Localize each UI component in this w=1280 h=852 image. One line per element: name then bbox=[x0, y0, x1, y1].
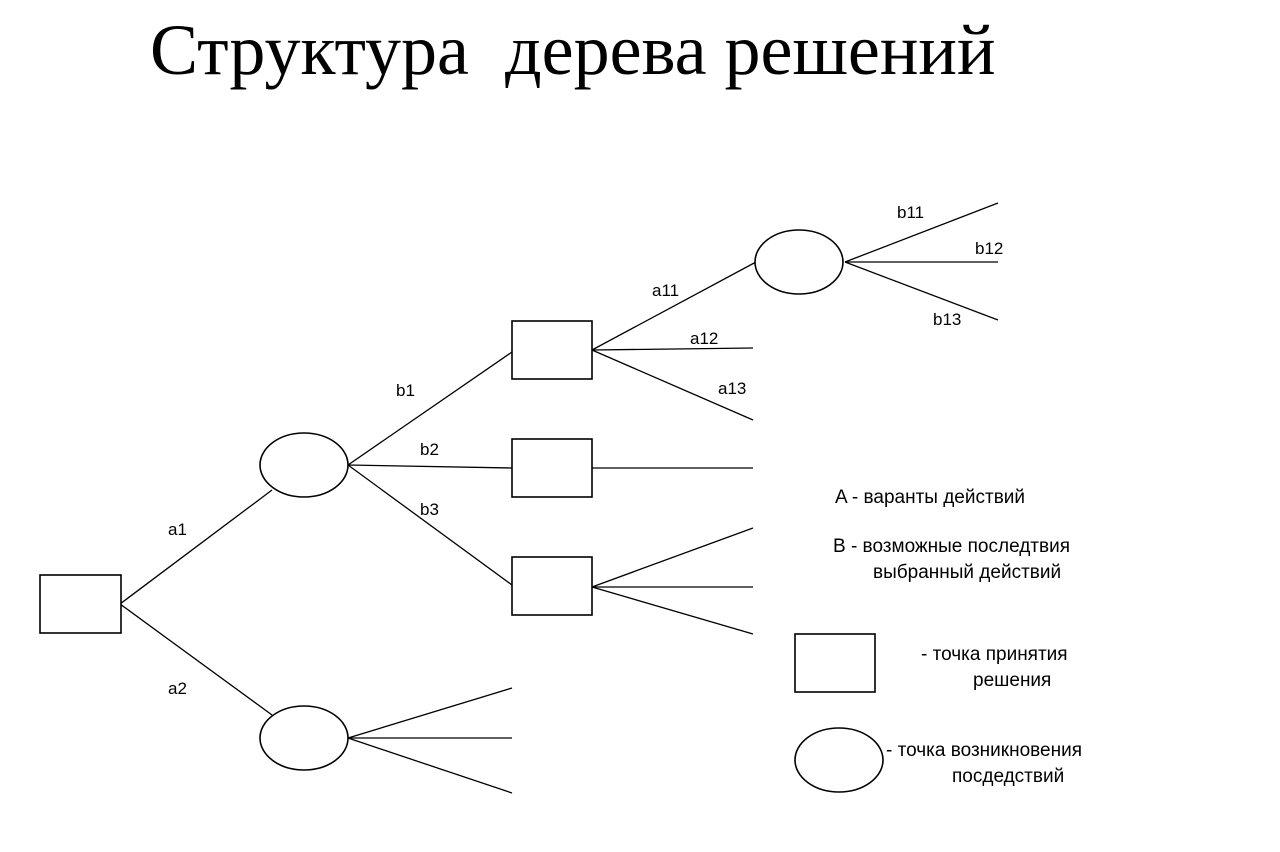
label-b2: b2 bbox=[420, 440, 439, 459]
legend: A - варанты действий B - возможные после… bbox=[794, 487, 1082, 793]
label-b12: b12 bbox=[975, 239, 1003, 258]
edge-b3-branch-3 bbox=[591, 586, 754, 635]
edge-b3 bbox=[347, 464, 513, 586]
legend-square-text-line2: решения bbox=[973, 670, 1051, 691]
chance-node-a1 bbox=[259, 432, 349, 498]
tree-edges bbox=[119, 202, 999, 794]
edge-b2 bbox=[347, 464, 513, 469]
label-a11: a11 bbox=[652, 281, 679, 300]
edge-a12 bbox=[591, 347, 754, 351]
legend-decision-square bbox=[794, 633, 876, 693]
edge-b1 bbox=[347, 351, 513, 466]
chance-node-a2 bbox=[259, 705, 349, 771]
edge-a13 bbox=[591, 349, 754, 421]
legend-chance-circle bbox=[794, 727, 884, 793]
tree-nodes bbox=[39, 229, 844, 771]
legend-b-text-line2: выбранный действий bbox=[873, 562, 1061, 583]
label-a13: a13 bbox=[718, 379, 746, 398]
label-a12: a12 bbox=[690, 329, 718, 348]
label-b11: b11 bbox=[897, 203, 924, 222]
edge-a2 bbox=[119, 603, 273, 716]
decision-node-b3 bbox=[511, 556, 593, 616]
chance-node-a11 bbox=[754, 229, 844, 295]
edge-a11 bbox=[591, 261, 757, 351]
label-b1: b1 bbox=[396, 381, 415, 400]
label-a2: a2 bbox=[168, 679, 187, 698]
edge-a2-branch-1 bbox=[347, 687, 513, 739]
legend-b-text-line1: B - возможные последтвия bbox=[833, 536, 1070, 557]
edge-a2-branch-3 bbox=[347, 737, 513, 794]
page-title: Структура дерева решений bbox=[150, 10, 996, 90]
edge-b13 bbox=[844, 261, 999, 321]
edge-labels: a1 a2 b1 b2 b3 a11 a12 a13 b11 b12 b13 bbox=[168, 203, 1003, 698]
legend-a-text: A - варанты действий bbox=[835, 487, 1025, 508]
edge-b3-branch-1 bbox=[591, 527, 754, 588]
legend-circle-text-line2: посдедствий bbox=[952, 766, 1064, 787]
decision-node-b2 bbox=[511, 438, 593, 498]
root-decision-node bbox=[39, 574, 122, 634]
edge-a1 bbox=[119, 489, 273, 605]
edge-b11 bbox=[844, 202, 999, 263]
label-a1: a1 bbox=[168, 520, 187, 539]
label-b3: b3 bbox=[420, 500, 439, 519]
legend-square-text-line1: - точка принятия bbox=[921, 644, 1068, 665]
decision-node-b1 bbox=[511, 320, 593, 380]
label-b13: b13 bbox=[933, 310, 961, 329]
legend-circle-text-line1: - точка возникновения bbox=[886, 740, 1082, 761]
